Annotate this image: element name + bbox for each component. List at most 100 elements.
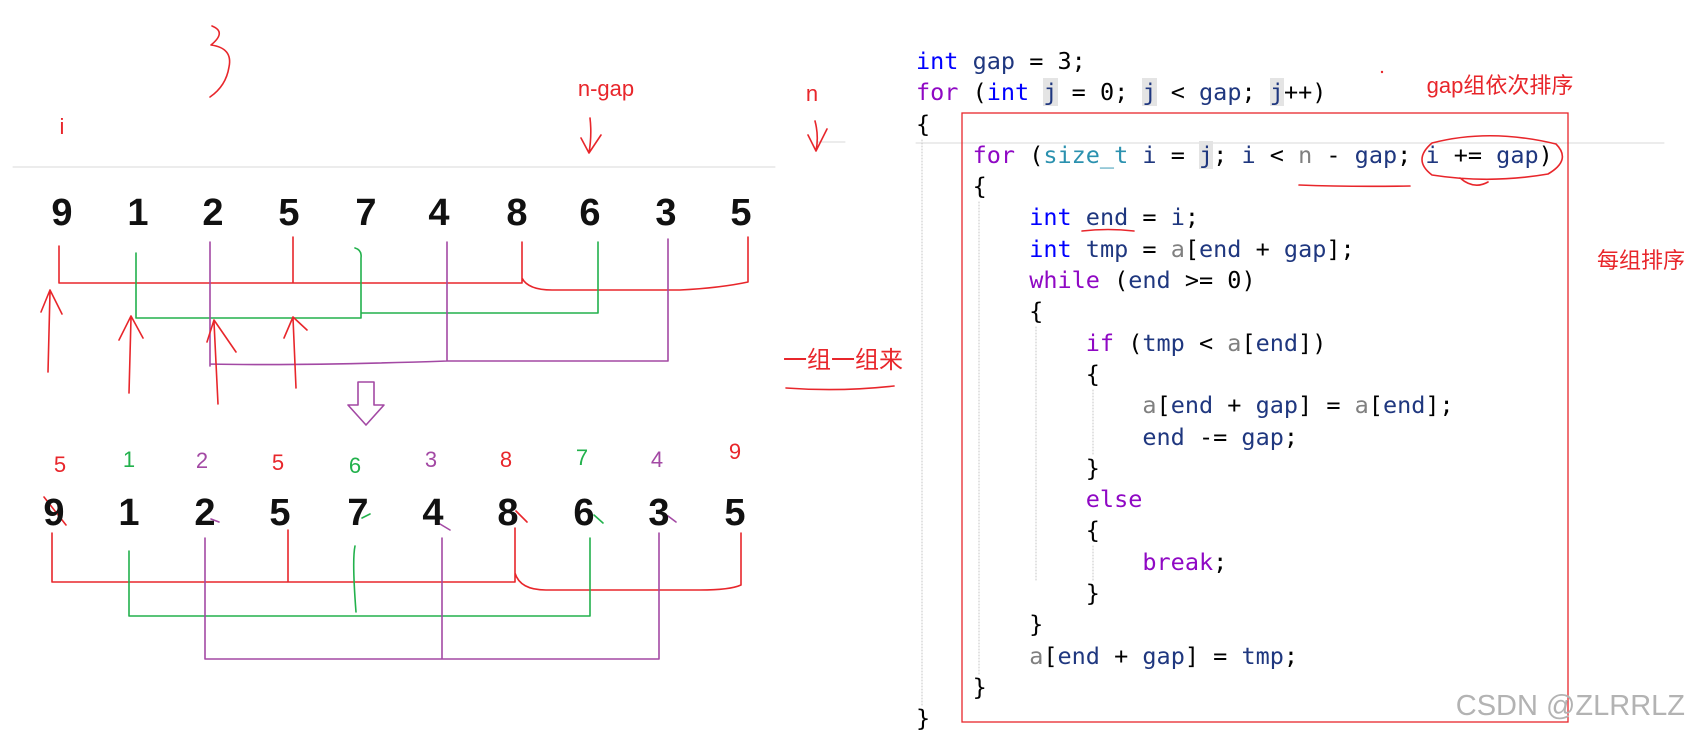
code-line: while (end >= 0) [916,265,1553,296]
code-token [1072,203,1086,231]
watermark: CSDN @ZLRRLZ [1455,690,1685,722]
code-token: int [1029,234,1072,263]
code-token: [ [1043,641,1058,670]
code-token [916,485,1086,513]
row2-red-group-bracket [51,527,742,591]
code-token: [ [1241,328,1256,357]
code-token: ) [1538,140,1553,169]
strike-mark [593,514,604,524]
code-line: { [916,515,1553,546]
code-token [916,548,1142,576]
row1-digit: 5 [278,192,300,234]
code-token: gap [1241,422,1284,451]
code-token: 3 [1057,47,1072,75]
code-token: a [1142,391,1157,420]
code-token: tmp [1142,328,1185,357]
code-token: end [1382,391,1426,420]
code-token: = [1015,47,1058,75]
code-token: i [1425,140,1440,169]
code-token: + [1099,641,1143,670]
n-gap-down-arrow [580,117,602,154]
code-token: = [1128,203,1171,232]
code-line: { [916,359,1553,390]
code-token: end [1128,266,1171,295]
code-token: gap [1255,391,1299,420]
code-token: for [972,140,1016,169]
row1-digit: 3 [655,192,677,234]
code-token: for [916,78,959,107]
up-arrow [206,319,237,405]
code-token [916,391,1142,419]
group-label: 3 [424,447,438,472]
code-token [916,203,1029,231]
row2-digit: 6 [573,492,595,534]
code-token: ( [1015,140,1044,169]
code-block: int gap = 3;for (int j = 0; j < gap; j++… [916,46,1553,735]
red-dot [1380,70,1384,74]
code-line: for (size_t i = j; i < n - gap; i += gap… [916,140,1553,171]
row1-digit: 8 [506,192,528,234]
code-token: } [916,672,987,701]
group-label: 7 [575,445,589,470]
code-token: ; [1283,641,1299,670]
strike-mark [667,515,677,523]
code-line: { [916,296,1553,327]
code-token: a [1170,234,1185,263]
row2-purple-group-bracket [204,532,660,660]
code-line: } [916,672,1553,703]
code-token: else [1085,485,1143,514]
code-line: { [916,171,1553,202]
row2-digit: 3 [648,492,670,534]
code-token: { [916,297,1044,326]
code-token: gap [1354,140,1398,169]
code-token: int [986,78,1030,107]
strike-mark [43,496,67,526]
code-token: gap [1142,641,1185,670]
code-token: = [1057,78,1100,107]
code-token [1128,141,1142,169]
code-token: end [1170,391,1214,420]
code-token: [ [1368,391,1383,420]
squiggle-mark [209,25,231,98]
up-arrow [283,316,308,389]
row1-digit: 1 [127,192,149,234]
code-token: ] = [1298,391,1355,420]
row2-digit: 4 [422,492,444,534]
code-token: ]) [1298,328,1327,357]
code-line: a[end + gap] = tmp; [916,641,1553,672]
code-token: j [1142,78,1157,107]
code-token: ++) [1283,78,1327,107]
code-line: int tmp = a[end + gap]; [916,234,1553,265]
group-label: 4 [650,447,664,472]
code-line: } [916,453,1553,484]
row1-red-group-bracket [58,236,749,291]
code-token: j [1043,78,1058,107]
code-token: ; [1114,78,1143,107]
code-token: } [916,579,1100,608]
code-token: { [916,516,1100,545]
up-arrow [40,289,63,373]
n-gap-label: n-gap [577,76,635,101]
up-arrow [118,315,144,394]
code-token: [ [1156,391,1171,420]
code-token: end [1057,641,1100,670]
n-label: n [805,81,819,106]
code-token: ) [1241,266,1256,295]
code-token: end [1142,422,1185,451]
code-token: = [1128,234,1171,263]
code-token: } [916,610,1044,639]
code-token: { [916,109,931,138]
row1-digit: 2 [202,192,224,234]
code-line: if (tmp < a[end]) [916,328,1553,359]
code-token: += [1439,140,1497,169]
gap-groups-in-order-note: gap组依次排序 [1426,73,1574,98]
group-label: 9 [728,439,742,464]
code-token: ; [1213,140,1242,169]
code-line: break; [916,547,1553,578]
group-label: 1 [122,447,136,472]
row2-digit: 5 [724,492,746,534]
row2-digit: 9 [43,492,65,534]
code-token: tmp [1241,641,1284,670]
code-token: ( [958,78,987,107]
